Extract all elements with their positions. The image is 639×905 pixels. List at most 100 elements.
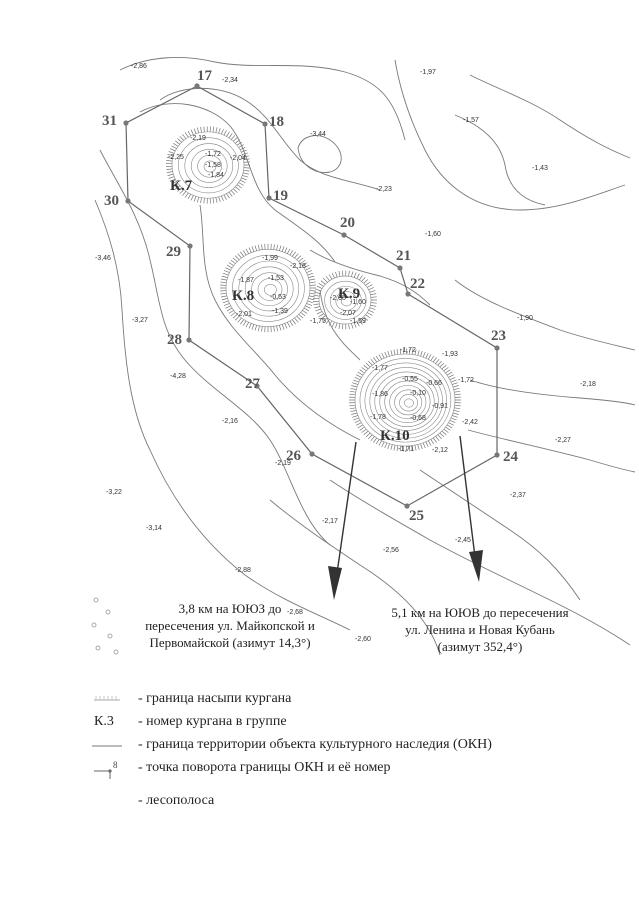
forest-dot: [91, 622, 97, 628]
turn-point-marker: [123, 120, 129, 126]
elevation-mark: -1,39: [272, 308, 288, 315]
elevation-mark: -1,53: [268, 275, 284, 282]
kurgan-label: К.10: [380, 428, 410, 444]
kurgan-9: К.9: [312, 270, 377, 330]
kurgan-8: К.8: [220, 243, 316, 333]
mound-contour: [324, 280, 367, 320]
legend-text: - граница территории объекта культурного…: [138, 737, 492, 752]
contour-line: [469, 379, 636, 406]
direction-arrows: [328, 435, 483, 600]
contour-line: [419, 469, 581, 601]
mound-contour: [178, 137, 239, 194]
elevation-mark: -2,56: [383, 547, 399, 554]
elevation-mark: -2,34: [222, 77, 238, 84]
turn-point-number: 24: [503, 449, 519, 465]
legend-text: - точка поворота границы ОКН и её номер: [138, 760, 391, 775]
kurgan-7: К.7: [165, 126, 250, 204]
elevation-mark: -2,25: [168, 154, 184, 161]
elevation-mark: -2,60: [355, 636, 371, 643]
kurgan-label: К.7: [170, 178, 193, 194]
mound-contour: [257, 278, 283, 301]
turn-point-number: 25: [409, 508, 424, 524]
elevation-mark: -3,27: [132, 317, 148, 324]
elevation-mark: -1,60: [425, 231, 441, 238]
note-sse: 5,1 км на ЮЮВ до пересечения ул. Ленина …: [365, 604, 595, 655]
okn-boundary: [125, 85, 498, 507]
forest-dot: [105, 609, 111, 615]
elevation-mark: -1,75: [310, 318, 326, 325]
turn-point-number: 30: [104, 193, 119, 209]
arrowhead-icon: [328, 566, 342, 600]
elevation-mark: -2,42: [462, 419, 478, 426]
contour-line: [454, 114, 546, 206]
turn-point-marker: [266, 195, 272, 201]
kurgan-number-symbol: К.3: [94, 714, 114, 729]
elevation-mark: -2,18: [290, 263, 306, 270]
note-line: 5,1 км на ЮЮВ до пересечения: [391, 605, 569, 620]
elevation-mark: -2,27: [555, 437, 571, 444]
mound-contour: [190, 149, 228, 183]
mound-contour: [394, 389, 423, 416]
note-ssw: 3,8 км на ЮЮЗ до пересечения ул. Майкопс…: [115, 600, 345, 651]
elevation-mark: -4,28: [170, 373, 186, 380]
kurgan-label: К.8: [232, 288, 254, 304]
arrowhead-icon: [469, 550, 483, 582]
elevation-mark: -2,18: [580, 381, 596, 388]
note-line: ул. Ленина и Новая Кубань: [405, 622, 555, 637]
turn-point-number: 21: [396, 248, 411, 264]
mound-contour: [341, 296, 353, 307]
mound-contour: [244, 266, 294, 312]
legend-text: - граница насыпи кургана: [138, 691, 292, 706]
elevation-mark: -2,86: [131, 63, 147, 70]
elevation-mark: -2,23: [376, 186, 392, 193]
elevation-mark: -2,17: [322, 518, 338, 525]
turn-point-marker: [309, 451, 315, 457]
turn-point-number: 28: [167, 332, 182, 348]
turn-point-number: 31: [102, 113, 117, 129]
turn-point-number: 22: [410, 276, 425, 292]
mound-contour: [264, 283, 277, 296]
elevation-mark: -2,19: [190, 135, 206, 142]
turn-point-marker: [194, 83, 200, 89]
legend-text: - лесополоса: [138, 793, 215, 808]
mound-contour: [389, 385, 427, 420]
contour-line: [99, 149, 331, 546]
elevation-mark: -1,78: [370, 414, 386, 421]
forest-dot: [113, 649, 119, 655]
elevation-mark: -3,22: [106, 489, 122, 496]
contour-line: [469, 74, 631, 159]
turn-point-marker: [262, 121, 268, 127]
elevation-mark: -1,43: [532, 165, 548, 172]
note-line: пересечения ул. Майкопской и: [145, 618, 315, 633]
elevation-mark: -1,93: [442, 351, 458, 358]
legend-item-turn-point: 8 - точка поворота границы ОКН и её номе…: [80, 759, 560, 779]
mound-contour: [374, 371, 439, 431]
elevation-mark: -1,59: [350, 318, 366, 325]
turn-point-number: 26: [286, 448, 302, 464]
mound-hachure: [349, 348, 461, 452]
turn-point-number: 20: [340, 215, 355, 231]
mound-contour: [184, 143, 234, 188]
kurgan-label: К.9: [338, 286, 360, 302]
elevation-mark: -3,46: [95, 255, 111, 262]
elevation-mark: -0,55: [402, 376, 418, 383]
forest-dot: [93, 597, 99, 603]
forest-belt: [91, 597, 119, 655]
boundary-line-icon: [92, 745, 122, 747]
turn-point-icon: 8: [94, 760, 118, 779]
turn-point-number: 19: [273, 188, 288, 204]
note-line: Первомайской (азимут 14,3°): [149, 635, 311, 650]
mound-border-icon: [94, 696, 120, 701]
turn-point-marker: [494, 345, 500, 351]
turn-point-marker: [187, 243, 193, 249]
turn-point-number: 23: [491, 328, 506, 344]
mound-contour: [369, 367, 443, 435]
elevation-mark: -1,57: [463, 117, 479, 124]
mound-contour: [384, 380, 431, 424]
boundary-polyline: [125, 85, 498, 507]
contour-line: [119, 57, 406, 141]
legend-item-okn-boundary: - граница территории объекта культурного…: [80, 736, 560, 756]
elevation-mark: -2,88: [235, 567, 251, 574]
legend-item-forest-belt: - лесополоса: [80, 792, 560, 812]
turn-point-marker: [494, 452, 500, 458]
